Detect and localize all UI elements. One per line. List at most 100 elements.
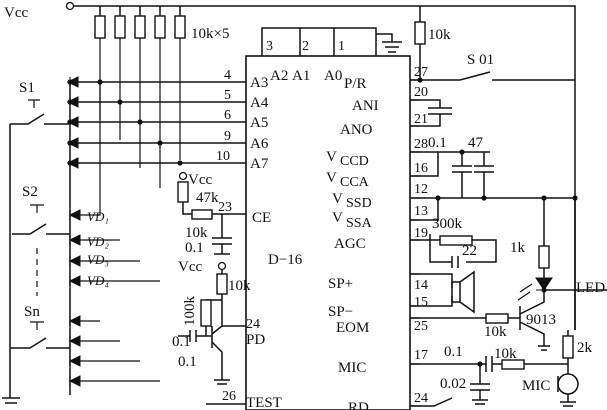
- speaker-icon: [451, 270, 475, 314]
- pin-name-sp-plus: SP+: [328, 276, 353, 292]
- pin-name-a7: A7: [250, 156, 269, 172]
- mic-bias-resistor: [562, 335, 574, 359]
- supply-bus-wires: [410, 151, 575, 221]
- led-light-arrows-icon: [517, 283, 533, 301]
- pin-name-sp-minus: SP−: [328, 304, 353, 320]
- pin-name-ani: ANI: [352, 98, 379, 114]
- pin-name-a2: A2: [270, 68, 288, 84]
- switch-s1-label: S1: [19, 80, 35, 96]
- transistor-label: 9013: [526, 312, 556, 328]
- pin-name-vcca: V: [326, 170, 337, 186]
- vssa-subscript: SSA: [346, 216, 373, 231]
- vccd-subscript: CCD: [340, 154, 369, 169]
- pullup-array-value: 10k×5: [191, 26, 229, 42]
- pin-num-21: 21: [414, 112, 428, 127]
- pin-num-24: 24: [246, 317, 260, 332]
- pin-name-test: TEST: [246, 395, 282, 410]
- switch-sn-label: Sn: [24, 304, 40, 320]
- mic-label: MIC: [522, 378, 550, 394]
- mic-coupling-value: 0.1: [444, 344, 463, 360]
- pin-num-14: 14: [414, 278, 428, 293]
- pin-num-27: 27: [414, 65, 428, 80]
- vd4-label: VD₄: [87, 273, 109, 288]
- pin-num-16: 16: [414, 161, 428, 176]
- switch-s1-icon[interactable]: [10, 99, 70, 125]
- junction-dots: [67, 79, 183, 166]
- eom-base-resistor: [485, 313, 509, 324]
- pin-num-24-rd: 24: [414, 391, 428, 406]
- pullup-top-wires: [99, 6, 181, 16]
- pd-cap-value-2: 0.1: [178, 354, 197, 370]
- ce-capacitor-icon: [212, 214, 232, 255]
- mic-bypass-value: 0.02: [440, 376, 466, 392]
- pin-name-mic: MIC: [338, 360, 366, 376]
- vcc-ce-label: Vcc: [188, 172, 212, 188]
- led-series-value: 1k: [510, 240, 526, 256]
- pin-name-vccd: V: [326, 149, 337, 165]
- eom-base-value: 10k: [484, 324, 507, 340]
- pin-num-15: 15: [414, 295, 428, 310]
- pin-num-23: 23: [218, 200, 232, 215]
- diodes-vd1-vd4: [68, 82, 160, 287]
- pin-num-28: 28: [414, 137, 428, 152]
- pin-name-eom: EOM: [336, 320, 369, 336]
- pin-name-a1: A1: [292, 68, 310, 84]
- pin-num-20: 20: [414, 85, 428, 100]
- agc-resistor-value: 300k: [432, 216, 463, 232]
- switch-sn-icon[interactable]: [10, 321, 70, 349]
- switch-s2-label: S2: [22, 184, 38, 200]
- led-series-resistor: [538, 245, 550, 269]
- vd2-label: VD₂: [87, 234, 109, 249]
- mic-input-wires: [410, 356, 569, 376]
- pin-num-13: 13: [414, 204, 428, 219]
- pin-name-rd: RD: [348, 400, 369, 410]
- vcc-label: Vcc: [4, 5, 28, 21]
- ani-ano-cap-icon: [410, 99, 452, 127]
- vd3-label: VD₃: [87, 252, 109, 267]
- chip-name: D−16: [268, 252, 303, 268]
- pin-name-a4: A4: [250, 95, 269, 111]
- pin-num-5: 5: [224, 88, 231, 103]
- transistor-9013-icon: [519, 296, 550, 351]
- pin-num-9: 9: [224, 129, 231, 144]
- mic-bypass-cap-icon: [470, 364, 490, 405]
- s01-switch-icon[interactable]: [410, 71, 575, 81]
- pin-num-2: 2: [302, 39, 309, 54]
- pd-cap-value: 0.1: [172, 334, 191, 350]
- microphone-icon: [557, 373, 579, 395]
- pin-name-agc: AGC: [334, 236, 366, 252]
- switch-s01-label: S 01: [467, 52, 494, 68]
- pin-num-17: 17: [414, 348, 428, 363]
- pd-base-resistor: [200, 299, 212, 327]
- pin-name-pr: P/R: [344, 76, 367, 92]
- pin-num-1: 1: [338, 39, 345, 54]
- pin-name-a6: A6: [250, 136, 269, 152]
- pin-name-ano: ANO: [340, 122, 373, 138]
- pin-num-25: 25: [414, 319, 428, 334]
- ccd-cap-value: 0.1: [428, 135, 447, 151]
- mic-bias-value: 2k: [577, 340, 593, 356]
- switch-s2-icon[interactable]: [12, 204, 70, 235]
- pin-name-ce: CE: [252, 210, 271, 226]
- agc-resistor: [439, 235, 473, 246]
- pin-num-6: 6: [224, 108, 231, 123]
- diode-matrix-sn: [68, 315, 160, 387]
- pd-top-value: 10k: [228, 278, 251, 294]
- mic-ground-icon: [557, 376, 576, 407]
- ground-icon: [376, 33, 402, 53]
- vcc-pd-label: Vcc: [178, 259, 202, 275]
- pin-num-3: 3: [266, 39, 273, 54]
- left-ground-icon: [2, 124, 20, 404]
- pin-name-vssa: V: [332, 210, 343, 226]
- pin-name-a3: A3: [250, 75, 268, 91]
- vcca-subscript: CCA: [340, 175, 370, 190]
- ce-resistor-value: 47k: [196, 190, 219, 206]
- pin-num-10: 10: [216, 149, 230, 164]
- right-junction-dots: [417, 77, 578, 367]
- vcc-ce-terminal: [178, 171, 188, 181]
- pin-name-a5: A5: [250, 115, 268, 131]
- pd-capacitor-icon: [178, 330, 206, 342]
- pd-top-resistor: [216, 273, 228, 295]
- chip-body: [245, 55, 411, 410]
